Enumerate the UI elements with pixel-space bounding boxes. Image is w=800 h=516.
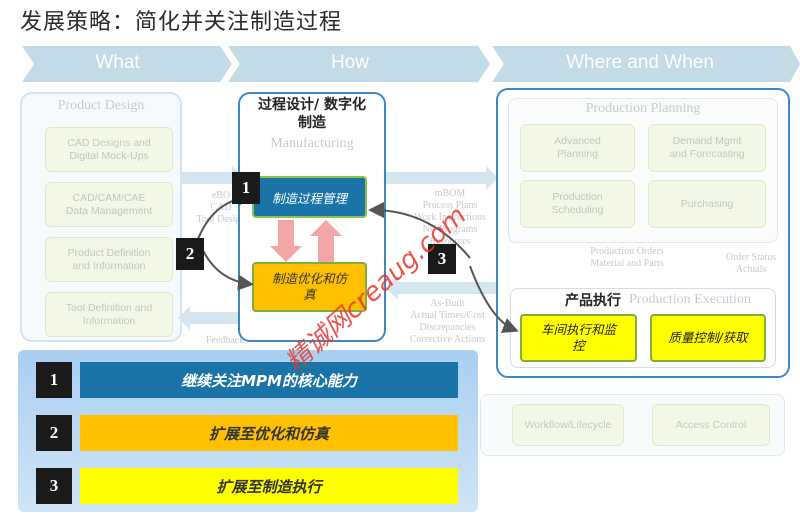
how-title: 过程设计/ 数字化 制造 <box>258 97 366 131</box>
callout-3: 3 <box>428 244 456 274</box>
planning-item-scheduling: Production Scheduling <box>520 180 635 228</box>
chevron-where <box>492 46 800 82</box>
status-text: Order Status Actuals <box>725 252 777 275</box>
access-control-box: Access Control <box>652 404 770 446</box>
process-management-box: 制造过程管理 <box>252 176 367 218</box>
planning-title: Production Planning <box>585 101 701 116</box>
chevron-how-label: How <box>330 52 369 73</box>
legend-bar-3: 扩展至制造执行 <box>80 468 458 504</box>
planning-item-demand: Demand Mgmt and Forecasting <box>648 124 766 172</box>
what-item-cad-designs: CAD Designs and Digital Mock-Ups <box>45 127 173 172</box>
arrow-up-pink <box>310 220 342 262</box>
arrow-how-to-where <box>386 166 498 190</box>
what-title: Product Design <box>57 98 145 113</box>
legend-num-1: 1 <box>36 362 72 398</box>
orders-text: Production Orders Material and Parts <box>590 246 664 269</box>
arrow-feedback <box>178 306 240 330</box>
chevron-what-label: What <box>95 52 140 73</box>
planning-item-purchasing: Purchasing <box>648 180 766 228</box>
how-title-faded: Manufacturing <box>270 136 354 151</box>
flow-right-bottom-text: As-Built Actual Times/Cost Discrepancies… <box>409 298 486 345</box>
flow-feedback-text: Feedback <box>205 335 245 346</box>
legend-bar-2: 扩展至优化和仿真 <box>80 415 458 451</box>
legend-num-3: 3 <box>36 468 72 504</box>
what-item-tool-definition: Tool Definition and Information <box>45 292 173 337</box>
callout-2: 2 <box>176 238 204 270</box>
chevron-what <box>22 46 232 82</box>
workflow-box: Workflow/Lifecycle <box>512 404 624 446</box>
what-item-data-management: CAD/CAM/CAE Data Management <box>45 182 173 227</box>
curve-arrow-3b <box>469 265 519 333</box>
chevron-header <box>22 46 800 82</box>
callout-1: 1 <box>232 172 260 204</box>
legend-num-2: 2 <box>36 415 72 451</box>
chevron-how <box>228 46 490 82</box>
shop-floor-box: 车间执行和监 控 <box>520 314 637 362</box>
arrow-down-pink <box>270 220 302 262</box>
legend-bar-1: 继续关注MPM的核心能力 <box>80 362 458 398</box>
curve-arrow-1 <box>195 189 254 245</box>
quality-control-box: 质量控制/获取 <box>650 314 766 362</box>
arrow-what-to-how <box>182 166 244 190</box>
chevron-where-label: Where and When <box>566 52 714 73</box>
page-title: 发展策略：简化并关注制造过程 <box>20 10 343 35</box>
what-item-product-definition: Product Definition and Information <box>45 237 173 282</box>
planning-item-advanced: Advanced Planning <box>520 124 635 172</box>
curve-arrow-3a <box>368 202 471 259</box>
curve-arrow-2 <box>199 243 254 291</box>
flow-right-top-text: mBOM Process Plans Work Instructions NC … <box>414 188 486 247</box>
execution-title-faded: Production Execution <box>629 292 751 307</box>
execution-title: 产品执行 <box>565 293 621 309</box>
arrow-where-to-how <box>386 276 500 300</box>
